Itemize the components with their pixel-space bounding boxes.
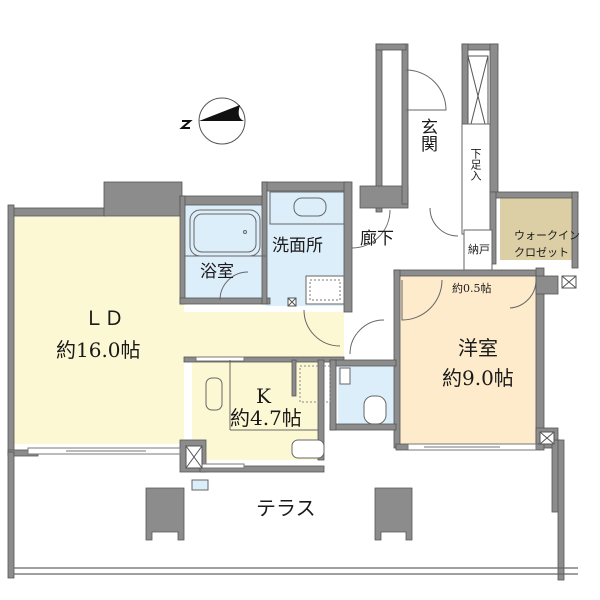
hallway-label: 廊下 xyxy=(360,229,394,249)
washroom-label: 洗面所 xyxy=(272,236,323,256)
entrance-label: 玄関 xyxy=(417,118,437,152)
ld-size: 約16.0帖 xyxy=(56,338,141,362)
kitchen-label: K xyxy=(256,384,271,408)
bath-label: 浴室 xyxy=(200,262,234,282)
north-arrow-icon xyxy=(179,97,246,145)
walkin-closet-label-2: クロゼット xyxy=(514,246,569,259)
storage-label: 納戸 xyxy=(468,243,490,256)
ld-floor xyxy=(14,216,184,444)
kitchen-size: 約4.7帖 xyxy=(230,406,302,430)
western-room-floor xyxy=(398,275,536,445)
walkin-closet-floor xyxy=(500,198,576,260)
terrace-label: テラス xyxy=(256,496,316,520)
ld-label: ＬＤ xyxy=(84,306,124,330)
western-room-size: 約9.0帖 xyxy=(442,366,514,390)
shoe-box-label: 下足入 xyxy=(469,148,482,181)
walkin-closet-label-1: ウォークイン xyxy=(514,229,580,242)
western-room-label: 洋室 xyxy=(458,336,498,360)
storage-size: 約0.5帖 xyxy=(452,282,492,295)
